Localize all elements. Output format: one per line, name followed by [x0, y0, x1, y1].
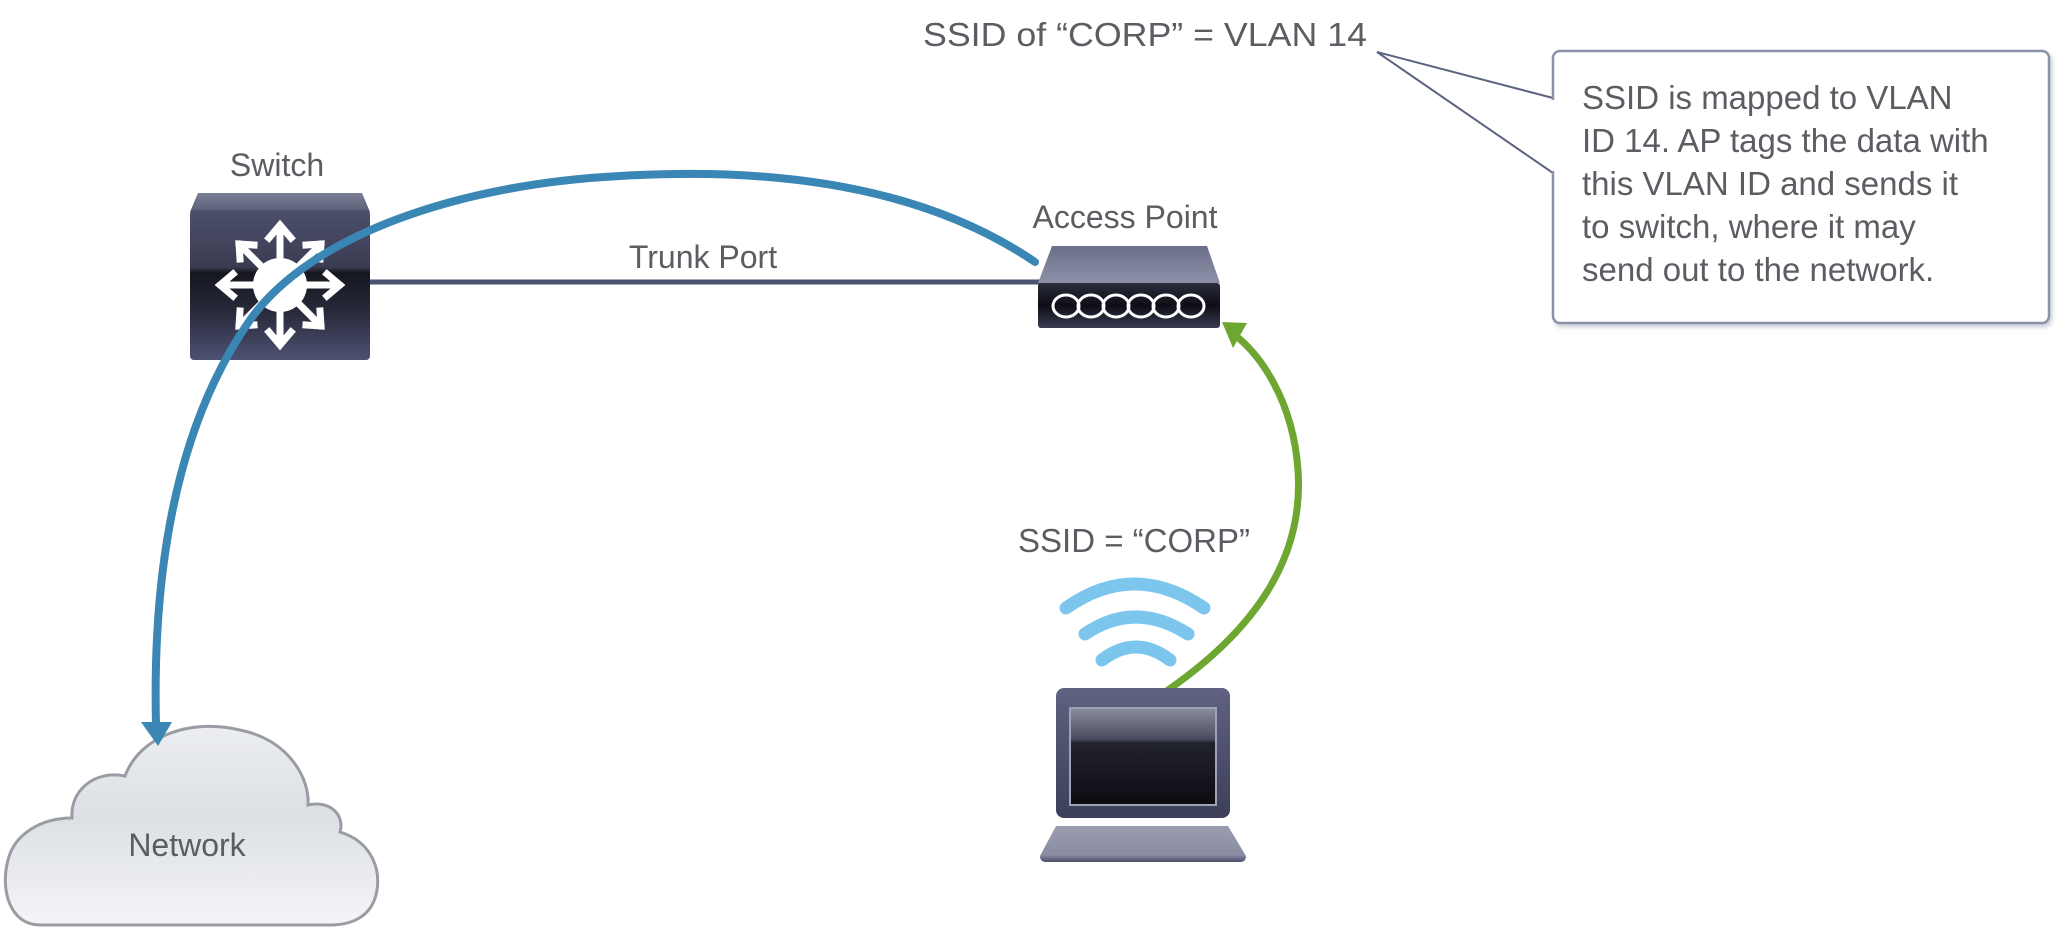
switch-label: Switch — [230, 147, 324, 183]
trunk-port-label: Trunk Port — [629, 239, 777, 275]
network-cloud[interactable] — [3, 724, 380, 927]
wireless-link-arrow — [1164, 332, 1302, 694]
ssid-label: SSID = “CORP” — [1018, 522, 1250, 559]
callout-line: this VLAN ID and sends it — [1582, 165, 1959, 202]
switch-device[interactable] — [190, 193, 370, 360]
callout-box — [1551, 49, 2051, 325]
callout-line: SSID is mapped to VLAN — [1582, 79, 1953, 116]
switch-top-bevel — [190, 193, 370, 212]
network-label: Network — [128, 827, 246, 863]
wireless-link-arrowhead — [1222, 322, 1247, 348]
laptop-screen — [1069, 707, 1217, 806]
callout-line: to switch, where it may — [1582, 208, 1916, 245]
laptop-keyboard-base — [1040, 826, 1246, 862]
callout-line: ID 14. AP tags the data with — [1582, 122, 1989, 159]
laptop-device[interactable] — [1040, 688, 1246, 862]
cloud-icon — [3, 724, 380, 927]
data-flow-arrowhead — [141, 722, 172, 746]
callout-pointer — [1376, 51, 1554, 174]
data-flow-arrow — [151, 169, 1039, 729]
wifi-signal-icon — [1059, 577, 1211, 667]
access-point-top — [1038, 246, 1220, 283]
callout-line: send out to the network. — [1582, 251, 1935, 288]
access-point-label: Access Point — [1033, 199, 1218, 235]
callout-text: SSID is mapped to VLAN ID 14. AP tags th… — [1582, 76, 2042, 291]
access-point-device[interactable] — [1038, 246, 1220, 328]
access-point-ports-icon — [1051, 293, 1206, 319]
callout-pointer-mask — [1551, 100, 1556, 171]
ssid-vlan-mapping-label: SSID of “CORP” = VLAN 14 — [923, 16, 1367, 53]
